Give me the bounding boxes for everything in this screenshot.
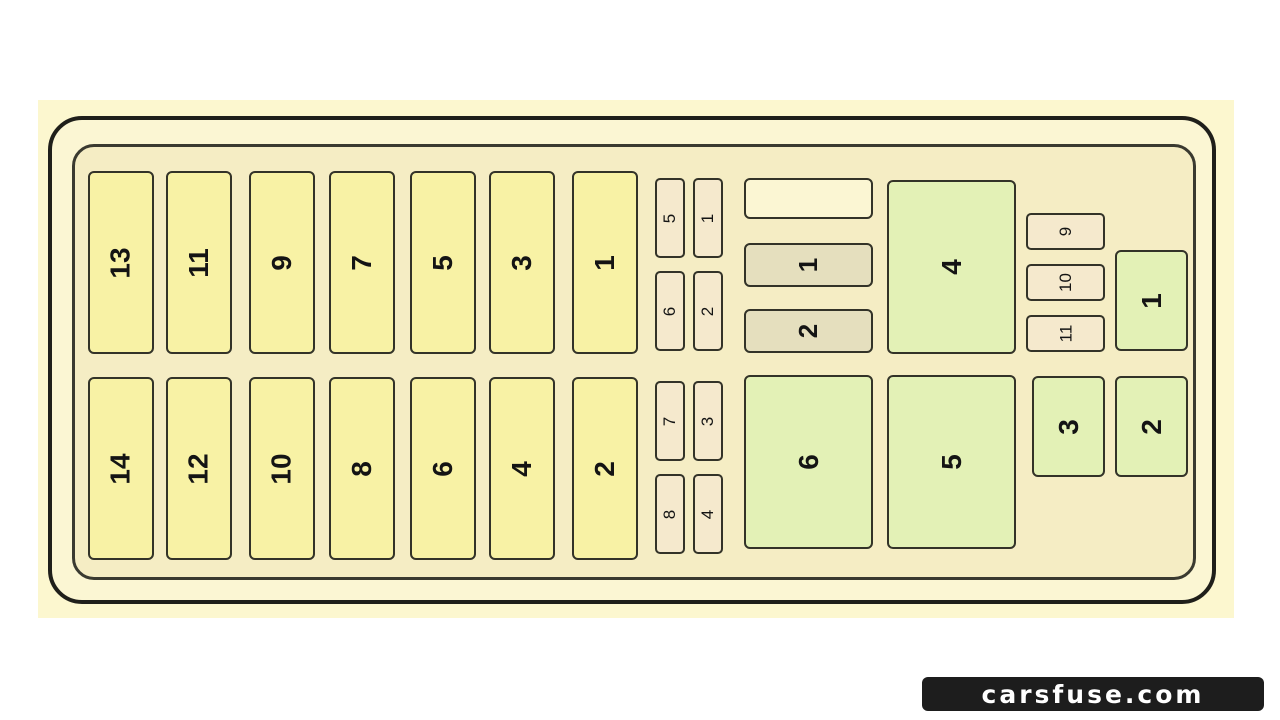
fuse-label: 1 [588,254,620,271]
maxi-fuse-3: 3 [489,171,555,354]
small-relay-1: 1 [1115,250,1188,351]
mini-fuse-7: 7 [655,381,685,461]
relay-label: 1 [1135,292,1167,309]
maxi-fuse-14: 14 [88,377,154,560]
maxi-fuse-12: 12 [166,377,232,560]
fuse-label: 10 [266,452,297,485]
mini-fuse-5: 5 [655,178,685,258]
maxi-fuse-4: 4 [489,377,555,560]
fuse-label: 11 [182,247,214,278]
small-fuse-11: 11 [1026,315,1105,352]
maxi-fuse-5: 5 [410,171,476,354]
maxi-fuse-2: 2 [572,377,638,560]
relay-label: 1 [793,257,824,273]
fuse-label: 4 [698,509,718,519]
fuse-label: 3 [698,416,718,426]
fuse-label: 5 [660,213,680,223]
mini-fuse-6: 6 [655,271,685,351]
maxi-fuse-11: 11 [166,171,232,354]
fuse-label: 9 [1056,226,1075,237]
relay-1-gray: 1 [744,243,873,287]
relay-label: 2 [1135,418,1167,435]
relay-label: 2 [793,323,824,339]
fuse-label: 4 [505,460,537,477]
fuse-label: 1 [698,213,718,223]
small-fuse-10: 10 [1026,264,1105,301]
fuse-label: 6 [660,306,680,316]
fuse-label: 7 [660,416,680,426]
fuse-label: 11 [1056,324,1075,343]
fuse-label: 8 [345,460,377,477]
small-relay-2: 2 [1115,376,1188,477]
relay-label: 3 [1052,418,1084,435]
maxi-fuse-13: 13 [88,171,154,354]
mini-fuse-1: 1 [693,178,723,258]
watermark-logo: carsfuse.com [922,677,1264,711]
fuse-label: 14 [105,452,136,485]
fuse-label: 8 [660,509,680,519]
relay-4: 4 [887,180,1016,354]
fuse-label: 10 [1055,273,1075,292]
fuse-label: 2 [588,460,620,477]
mini-fuse-8: 8 [655,474,685,554]
fuse-label: 9 [265,254,297,271]
relay-2-gray: 2 [744,309,873,353]
maxi-fuse-7: 7 [329,171,395,354]
maxi-fuse-9: 9 [249,171,315,354]
fuse-label: 3 [505,254,537,271]
maxi-fuse-8: 8 [329,377,395,560]
small-fuse-9: 9 [1026,213,1105,250]
fuse-label: 6 [426,460,458,477]
relay-6: 6 [744,375,873,549]
relay-label: 4 [935,259,967,275]
mini-fuse-3: 3 [693,381,723,461]
fuse-label: 7 [345,254,377,271]
fuse-label: 2 [698,306,718,316]
maxi-fuse-1: 1 [572,171,638,354]
maxi-fuse-10: 10 [249,377,315,560]
mini-fuse-4: 4 [693,474,723,554]
small-relay-3: 3 [1032,376,1105,477]
empty-slot [744,178,873,219]
mini-fuse-2: 2 [693,271,723,351]
fuse-label: 12 [183,452,214,485]
relay-label: 5 [935,454,967,470]
fuse-label: 5 [426,254,458,271]
fuse-label: 13 [105,246,136,279]
maxi-fuse-6: 6 [410,377,476,560]
relay-5: 5 [887,375,1016,549]
relay-label: 6 [792,454,824,470]
